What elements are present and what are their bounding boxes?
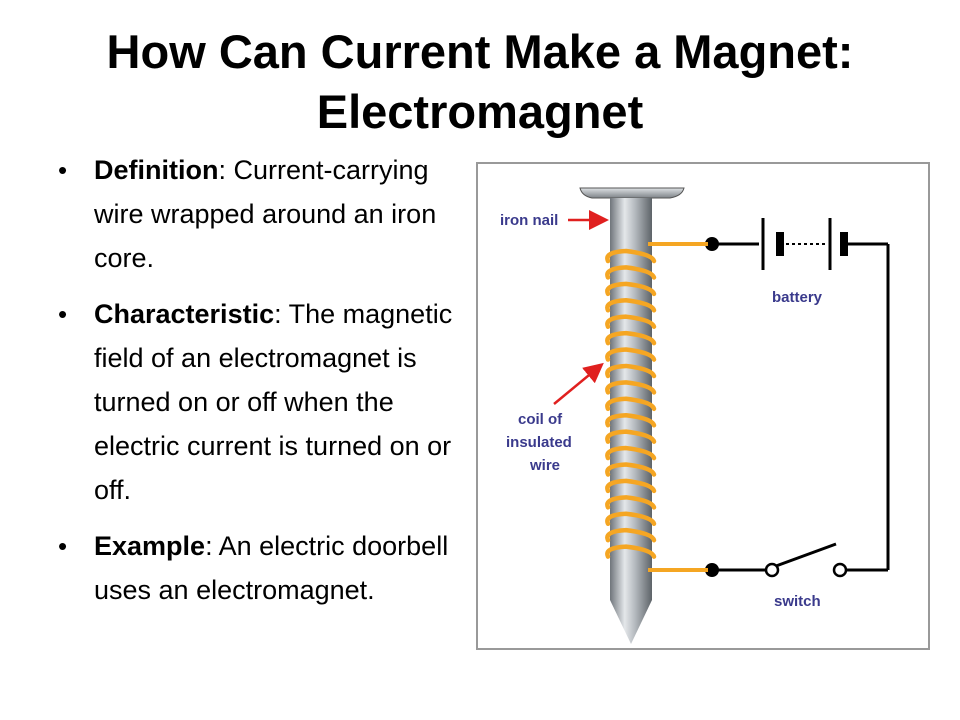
- slide-title-line-1: How Can Current Make a Magnet:: [106, 25, 854, 78]
- bullet-term: Characteristic: [94, 299, 275, 329]
- slide-title-line-2: Electromagnet: [316, 85, 644, 138]
- coil-turn: [605, 363, 657, 379]
- terminal-dot-bottom: [705, 563, 719, 577]
- coil-turn: [605, 314, 657, 329]
- coil-arrow: [553, 362, 604, 405]
- coil-turn: [605, 445, 657, 461]
- bullet-definition: Definition: Current-carrying wire wrappe…: [58, 148, 466, 280]
- bullet-characteristic: Characteristic: The magnetic field of an…: [58, 292, 466, 512]
- switch-icon: [764, 542, 848, 578]
- coil-turn: [605, 462, 657, 477]
- coil-windings: [605, 248, 657, 559]
- bullet-list: Definition: Current-carrying wire wrappe…: [58, 148, 466, 624]
- label-switch: switch: [774, 593, 821, 610]
- diagram-frame: [476, 162, 930, 650]
- bullet-term: Definition: [94, 155, 219, 185]
- circuit-wires: [712, 242, 890, 572]
- bullet-text: : An electric doorbell uses an electroma…: [94, 531, 449, 605]
- coil-turn: [605, 495, 657, 510]
- coil-turn: [605, 330, 657, 346]
- coil-turn: [605, 544, 657, 559]
- terminal-dot-top: [705, 237, 719, 251]
- bullet-text: : Current-carrying wire wrapped around a…: [94, 155, 437, 273]
- coil-turn: [605, 281, 657, 297]
- coil-turn: [605, 347, 657, 362]
- coil-turn: [605, 511, 657, 527]
- bullet-text: : The magnetic field of an electromagnet…: [94, 299, 453, 505]
- coil-leads: [648, 242, 708, 572]
- battery-icon: [761, 218, 848, 270]
- coil-turn: [605, 265, 657, 280]
- label-coil-line-1: coil of: [518, 411, 563, 428]
- bullet-term: Example: [94, 531, 206, 561]
- coil-turn: [605, 412, 657, 428]
- label-coil-line-2: insulated: [506, 434, 572, 451]
- coil-turn: [605, 396, 657, 412]
- coil-turn: [605, 248, 657, 264]
- coil-turn: [605, 380, 657, 395]
- slide-title: How Can Current Make a Magnet: Electroma…: [0, 22, 960, 142]
- coil-turn: [605, 527, 657, 543]
- label-coil-line-3: wire: [529, 457, 560, 474]
- coil-turn: [605, 478, 657, 494]
- label-iron-nail: iron nail: [500, 212, 558, 229]
- electromagnet-diagram: iron nail battery coil of insulated wire…: [476, 162, 930, 650]
- bullet-example: Example: An electric doorbell uses an el…: [58, 524, 466, 612]
- coil-turn: [605, 298, 657, 313]
- label-battery: battery: [772, 289, 823, 306]
- coil-turn: [605, 429, 657, 444]
